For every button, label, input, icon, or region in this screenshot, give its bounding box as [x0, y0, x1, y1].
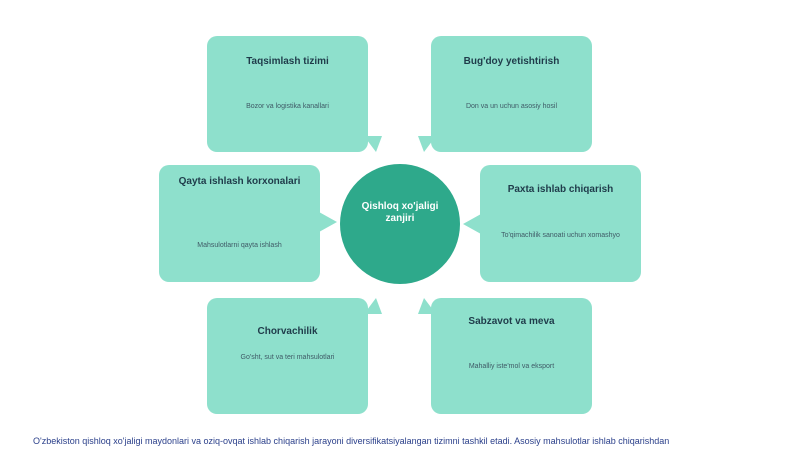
callout-tail	[418, 136, 436, 152]
node-title: Qayta ishlash korxonalari	[178, 176, 301, 187]
node-description: Mahalliy iste'mol va eksport	[468, 363, 555, 370]
node-sabzavot-va-meva: Sabzavot va meva Mahalliy iste'mol va ek…	[431, 298, 592, 414]
callout-tail	[319, 212, 337, 232]
callout-tail	[364, 298, 382, 314]
caption-text: O'zbekiston qishloq xo'jaligi maydonlari…	[33, 436, 670, 446]
node-description: Mahsulotlarni qayta ishlash	[197, 242, 282, 249]
node-description: Bozor va logistika kanallari	[246, 103, 329, 110]
node-paxta-ishlab-chiqarish: Paxta ishlab chiqarish To'qimachilik san…	[480, 165, 641, 282]
callout-tail	[364, 136, 382, 152]
node-title: Taqsimlash tizimi	[246, 56, 329, 67]
node-taqsimlash-tizimi: Taqsimlash tizimi Bozor va logistika kan…	[207, 36, 368, 152]
node-chorvachilik: Chorvachilik Go'sht, sut va teri mahsulo…	[207, 298, 368, 414]
node-description: To'qimachilik sanoati uchun xomashyo	[501, 232, 620, 239]
node-bugdoy-yetishtirish: Bug'doy yetishtirish Don va un uchun aso…	[431, 36, 592, 152]
center-label: Qishloq xo'jaligi zanjiri	[361, 201, 439, 224]
node-title: Paxta ishlab chiqarish	[507, 184, 614, 195]
node-qayta-ishlash-korxonalari: Qayta ishlash korxonalari Mahsulotlarni …	[159, 165, 320, 282]
node-description: Don va un uchun asosiy hosil	[465, 103, 558, 110]
callout-tail	[463, 214, 481, 234]
node-title: Chorvachilik	[257, 326, 318, 337]
node-title: Sabzavot va meva	[468, 316, 555, 327]
callout-tail	[418, 298, 436, 314]
node-description: Go'sht, sut va teri mahsulotlari	[240, 354, 335, 361]
node-title: Bug'doy yetishtirish	[463, 56, 560, 67]
center-node: Qishloq xo'jaligi zanjiri	[340, 164, 460, 284]
